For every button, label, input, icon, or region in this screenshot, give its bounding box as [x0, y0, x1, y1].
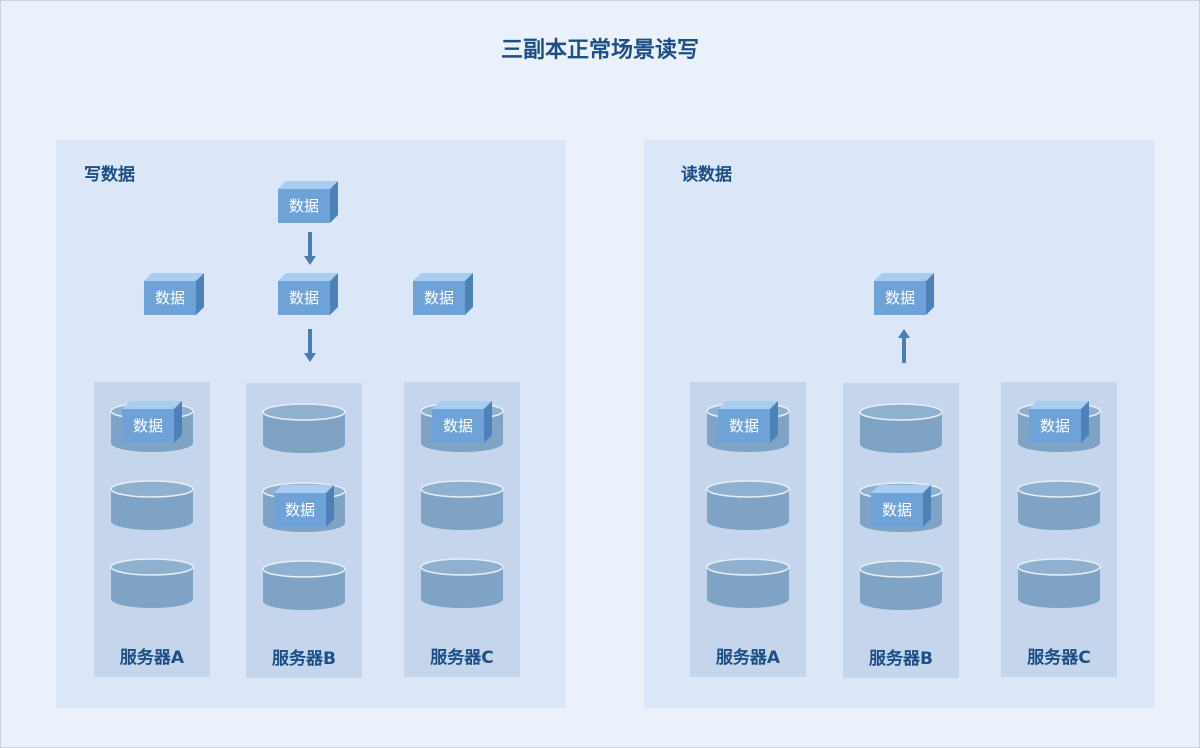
disk-icon: [1017, 558, 1101, 608]
incoming-data-block: 数据: [278, 181, 342, 223]
disk-icon: [706, 480, 790, 530]
incoming-data-block-label: 数据: [288, 197, 319, 215]
write-panel: 写数据 数据 数据 数据 数据 数据 服务器A: [56, 140, 566, 708]
replica-data-block-label: 数据: [154, 289, 185, 307]
stored-data-block: 数据: [432, 401, 496, 443]
read-result-data-block: 数据: [874, 273, 938, 315]
disk-icon: [1017, 480, 1101, 530]
disk-icon: [262, 403, 346, 453]
server-c-column: 数据 服务器C: [404, 382, 520, 677]
disk-icon: [420, 558, 504, 608]
server-c-label: 服务器C: [430, 648, 494, 668]
stored-data-block: 数据: [122, 401, 186, 443]
replica-data-block-a: 数据: [144, 273, 208, 315]
read-panel-label: 读数据: [681, 165, 732, 185]
diagram-title: 三副本正常场景读写: [500, 38, 699, 63]
stored-data-block: 数据: [718, 401, 782, 443]
server-a-label: 服务器A: [119, 648, 185, 668]
disk-icon: [420, 480, 504, 530]
replica-data-block-label: 数据: [288, 289, 319, 307]
write-panel-label: 写数据: [84, 165, 135, 185]
write-arrow-down-icon: [304, 329, 316, 362]
server-b-column: 数据 服务器B: [246, 383, 362, 678]
disk-icon: [859, 403, 943, 453]
disk-icon: [110, 558, 194, 608]
stored-data-block-label: 数据: [132, 417, 163, 435]
server-a-label: 服务器A: [715, 648, 781, 668]
disk-icon: [859, 560, 943, 610]
server-a-column: 数据 服务器A: [94, 382, 210, 677]
read-result-data-block-label: 数据: [884, 289, 915, 307]
server-b-label: 服务器B: [272, 649, 336, 669]
replica-data-block-label: 数据: [423, 289, 454, 307]
replica-data-block-b: 数据: [278, 273, 342, 315]
stored-data-block: 数据: [1029, 401, 1093, 443]
stored-data-block: 数据: [274, 485, 338, 527]
server-b-column: 数据 服务器B: [843, 383, 959, 678]
read-arrow-up-icon: [898, 329, 910, 363]
stored-data-block: 数据: [871, 485, 935, 527]
stored-data-block-label: 数据: [442, 417, 473, 435]
server-c-label: 服务器C: [1027, 648, 1091, 668]
disk-icon: [110, 480, 194, 530]
stored-data-block-label: 数据: [284, 501, 315, 519]
stored-data-block-label: 数据: [728, 417, 759, 435]
disk-icon: [706, 558, 790, 608]
read-panel: 读数据 数据 数据 服务器A 数据 服务器B: [644, 140, 1154, 708]
stored-data-block-label: 数据: [881, 501, 912, 519]
server-c-column: 数据 服务器C: [1001, 382, 1117, 677]
disk-icon: [262, 560, 346, 610]
server-a-column: 数据 服务器A: [690, 382, 806, 677]
stored-data-block-label: 数据: [1039, 417, 1070, 435]
write-arrow-down-icon: [304, 232, 316, 265]
replica-data-block-c: 数据: [413, 273, 477, 315]
server-b-label: 服务器B: [869, 649, 933, 669]
